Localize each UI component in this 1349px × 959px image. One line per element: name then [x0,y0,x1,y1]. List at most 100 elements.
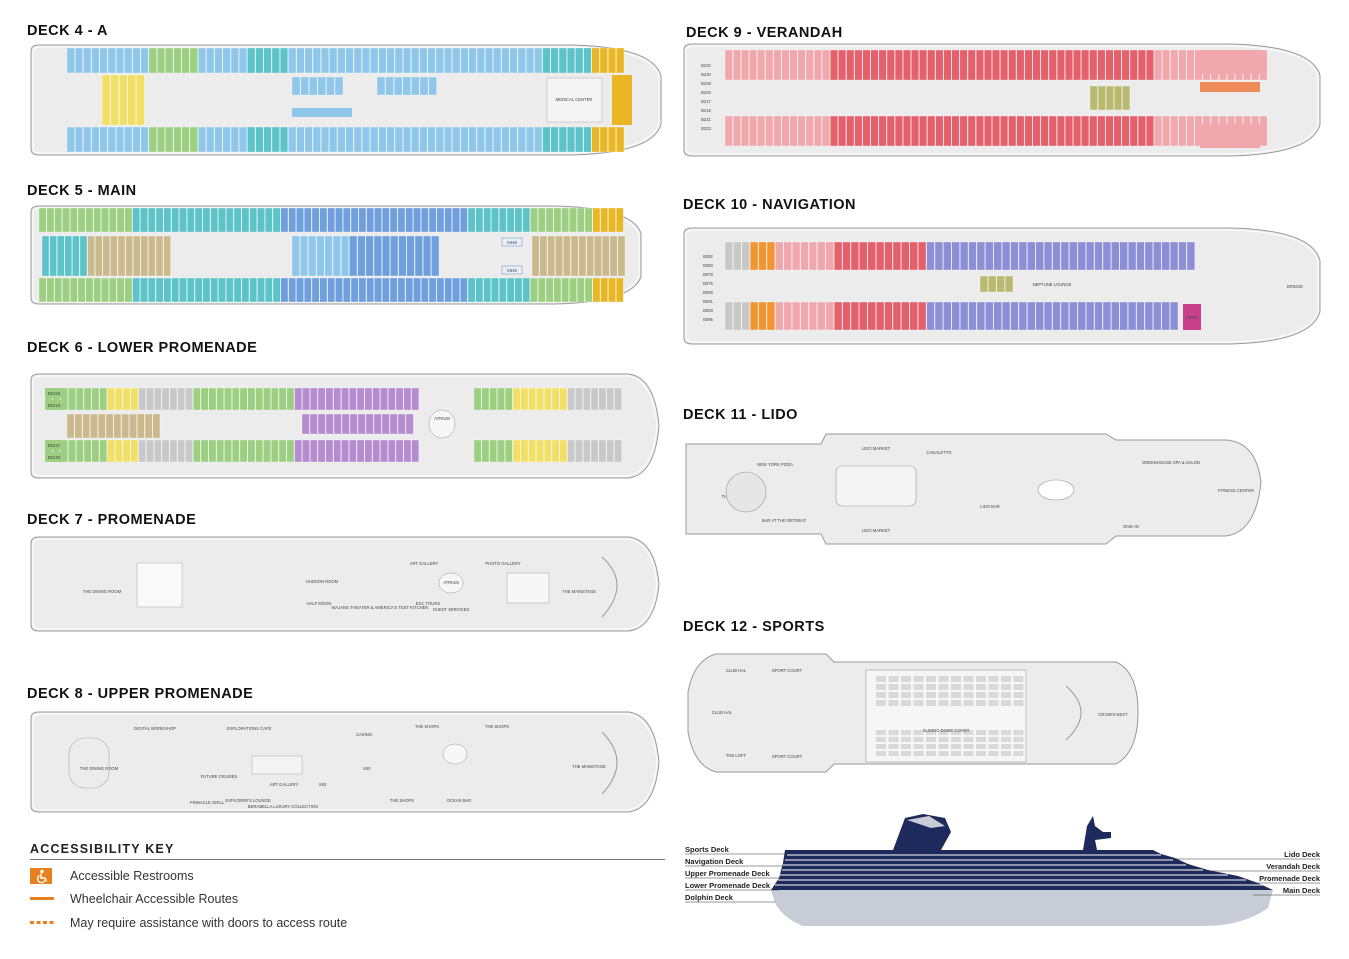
deck10-cabin-top[interactable] [1027,241,1036,271]
deck5-cabin-top[interactable] [288,207,296,233]
deck6-cabin-top[interactable] [606,387,614,411]
deck9-cabin-top[interactable] [757,49,766,81]
deck4-cabin-bottom[interactable] [312,126,321,153]
deck10-cabin-top[interactable] [985,241,994,271]
deck5-cabin-fwd-inner[interactable] [539,235,548,277]
deck10-cabin-bottom[interactable] [1094,301,1103,331]
deck4-cabin-bottom[interactable] [304,126,313,153]
deck5-cabin-top[interactable] [194,207,203,233]
deck5-cabin-top[interactable] [444,207,452,233]
deck5-cabin-top[interactable] [311,207,320,233]
deck6-cabin-top[interactable] [497,387,505,411]
deck6-cabin-top[interactable] [528,387,536,411]
deck5-cabin-aft-inner[interactable] [117,235,126,277]
deck10-cabin-bottom[interactable] [792,301,801,331]
deck5-cabin-aft-inner[interactable] [102,235,110,277]
deck6-cabin-bottom[interactable] [403,439,412,463]
deck5-cabin-top[interactable] [327,207,335,233]
deck9-cabin-top[interactable] [724,49,733,81]
deck9-cabin-mid-olive[interactable] [1097,85,1106,111]
deck5-cabin-fwd-inner[interactable] [609,235,618,277]
deck9-cabin-bottom[interactable] [878,115,887,147]
deck4-cabin-top[interactable] [148,47,157,74]
deck4-cabin-bottom[interactable] [460,126,469,153]
deck4-cabin-top[interactable] [452,47,461,74]
deck9-cabin-top[interactable] [813,49,822,81]
deck9-cabin-bottom[interactable] [1137,115,1146,147]
deck4-cabin-top[interactable] [271,47,280,74]
deck9-cabin-top[interactable] [1259,49,1268,81]
deck4-cabin-bottom[interactable] [419,126,428,153]
deck10-cabin-top[interactable] [918,241,927,271]
deck4-cabin-mid-a[interactable] [317,76,326,96]
deck6-cabin-bottom[interactable] [263,439,271,463]
deck10-cabin-bottom[interactable] [783,301,792,331]
deck5-cabin-fwd-inner[interactable] [578,235,587,277]
deck9-cabin-bottom[interactable] [911,115,919,147]
deck4-cabin-bottom[interactable] [107,126,116,153]
deck5-cabin-top[interactable] [38,207,47,233]
deck10-cabin-top[interactable] [876,241,885,271]
deck9-cabin-top[interactable] [781,49,790,81]
deck5-cabin-bottom[interactable] [171,277,179,303]
deck5-cabin-bottom[interactable] [506,277,515,303]
deck4-cabin-mid-a[interactable] [326,76,335,96]
deck10-cabin-top[interactable] [960,241,969,271]
deck5-cabin-aft-inner[interactable] [87,235,95,277]
deck9-cabin-bottom[interactable] [1024,115,1033,147]
deck4-cabin-top[interactable] [526,47,534,74]
deck10-cabin-top[interactable] [817,241,826,271]
deck10-cabin-top[interactable] [1111,241,1120,271]
deck9-cabin-top[interactable] [903,49,911,81]
deck6-cabin-mid-inner[interactable] [373,413,382,435]
deck5-cabin-mid-inner[interactable] [423,235,431,277]
deck6-cabin-bottom[interactable] [68,439,76,463]
deck4-cabin-bottom[interactable] [263,126,272,153]
deck10-cabin-top[interactable] [1052,241,1061,271]
deck9-cabin-bottom[interactable] [1040,115,1049,147]
deck4-cabin-top[interactable] [370,47,379,74]
deck9-cabin-top[interactable] [1032,49,1041,81]
deck9-cabin-bottom[interactable] [1073,115,1081,147]
deck6-cabin-mid-inner[interactable] [389,413,398,435]
deck6-cabin-top[interactable] [590,387,599,411]
deck10-cabin-bottom[interactable] [993,301,1002,331]
deck6-cabin-top[interactable] [512,387,521,411]
deck10-cabin-top[interactable] [800,241,809,271]
deck10-cabin-bottom[interactable] [968,301,977,331]
deck10-cabin-top[interactable] [976,241,985,271]
deck5-cabin-top[interactable] [304,207,312,233]
deck9-cabin-bottom[interactable] [967,115,976,147]
deck4-cabin-top[interactable] [230,47,239,74]
deck4-cabin-top[interactable] [468,47,477,74]
deck5-cabin-top[interactable] [608,207,616,233]
deck5-cabin-bottom[interactable] [382,277,390,303]
deck5-cabin-bottom[interactable] [70,277,78,303]
deck6-cabin-bottom[interactable] [536,439,544,463]
deck6-cabin-bottom[interactable] [216,439,224,463]
deck9-cabin-bottom[interactable] [1056,115,1065,147]
deck4-cabin-top[interactable] [157,47,165,74]
deck5-cabin-top[interactable] [85,207,94,233]
deck10-cabin-bottom[interactable] [741,301,750,331]
deck10-cabin-top[interactable] [850,241,859,271]
deck5-cabin-bottom[interactable] [85,277,94,303]
deck10-cabin-top[interactable] [1128,241,1137,271]
deck5-cabin-bottom[interactable] [608,277,616,303]
deck5-cabin-bottom[interactable] [54,277,62,303]
deck10-cabin-top[interactable] [783,241,792,271]
deck5-cabin-top[interactable] [413,207,421,233]
deck4-cabin-bottom[interactable] [288,126,297,153]
deck10-cabin-top[interactable] [1010,241,1019,271]
deck6-cabin-top[interactable] [208,387,217,411]
deck10-cabin-top[interactable] [1002,241,1011,271]
deck5-cabin-top[interactable] [428,207,437,233]
deck10-cabin-top[interactable] [909,241,918,271]
deck5-cabin-top[interactable] [202,207,211,233]
deck9-cabin-bottom[interactable] [1008,115,1017,147]
deck4-cabin-top[interactable] [99,47,108,74]
deck5-cabin-fwd-inner[interactable] [547,235,555,277]
deck6-cabin-mid-inner[interactable] [357,413,366,435]
deck5-cabin-bottom[interactable] [77,277,86,303]
deck5-cabin-bottom[interactable] [93,277,101,303]
